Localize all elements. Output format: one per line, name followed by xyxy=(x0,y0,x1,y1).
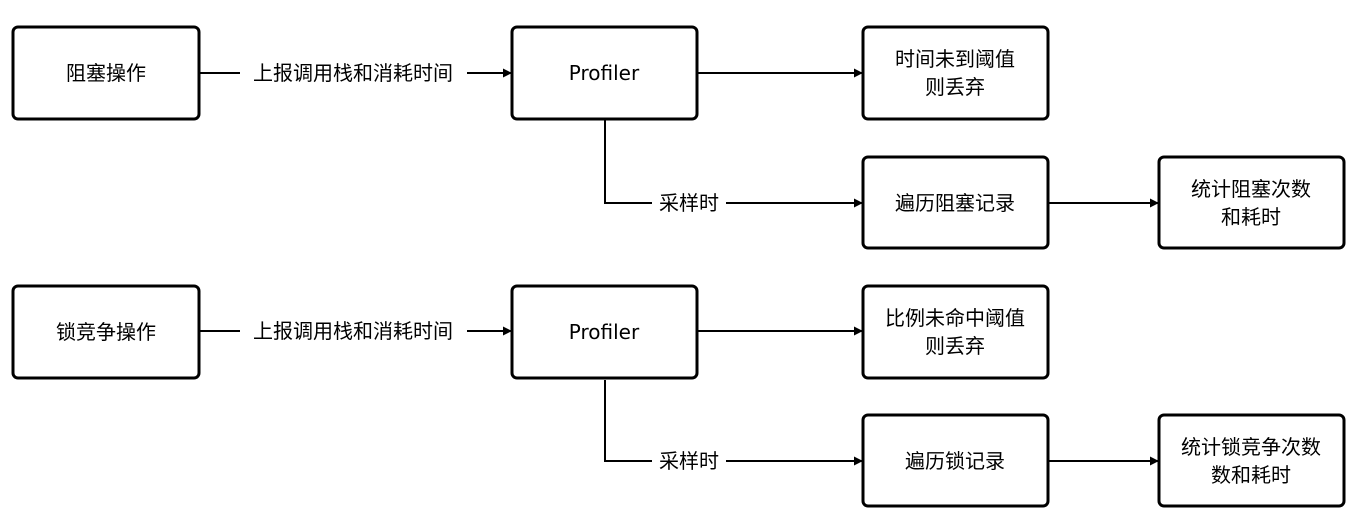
edge-label-sample-lock: 采样时 xyxy=(659,449,719,473)
node-lock-operation: 锁竞争操作 xyxy=(11,284,201,380)
node-profiler-2-label: Profiler xyxy=(569,320,640,344)
node-block-operation-label: 阻塞操作 xyxy=(66,61,146,85)
edge-label-sample-block: 采样时 xyxy=(659,191,719,215)
node-profiler-1-label: Profiler xyxy=(569,61,640,85)
node-traverse-lock: 遍历锁记录 xyxy=(861,413,1050,508)
node-stat-block: 统计阻塞次数 和耗时 xyxy=(1157,155,1346,250)
edge-sample-block: 采样时 xyxy=(604,120,863,215)
edge-label-report-lock: 上报调用栈和消耗时间 xyxy=(253,319,453,343)
node-stat-lock-line-2: 数和耗时 xyxy=(1211,463,1291,487)
node-discard-ratio: 比例未命中阈值 则丢弃 xyxy=(861,284,1050,380)
node-discard-ratio-line-2: 则丢弃 xyxy=(925,334,985,358)
edge-sample-lock: 采样时 xyxy=(604,380,863,473)
node-discard-ratio-line-1: 比例未命中阈值 xyxy=(885,306,1025,330)
node-stat-lock-line-1: 统计锁竞争次数 xyxy=(1181,435,1321,459)
node-traverse-block: 遍历阻塞记录 xyxy=(861,155,1050,250)
node-discard-time-line-1: 时间未到阈值 xyxy=(895,47,1015,71)
node-stat-block-line-1: 统计阻塞次数 xyxy=(1191,177,1311,201)
node-profiler-1: Profiler xyxy=(510,25,699,121)
node-traverse-block-label: 遍历阻塞记录 xyxy=(895,191,1015,215)
edge-label-report-block: 上报调用栈和消耗时间 xyxy=(253,61,453,85)
edge-report-block: 上报调用栈和消耗时间 xyxy=(200,58,512,88)
node-block-operation: 阻塞操作 xyxy=(11,25,201,121)
node-stat-block-line-2: 和耗时 xyxy=(1221,205,1281,229)
edge-report-lock: 上报调用栈和消耗时间 xyxy=(200,316,512,346)
node-stat-lock: 统计锁竞争次数 数和耗时 xyxy=(1157,413,1346,508)
node-profiler-2: Profiler xyxy=(510,284,699,380)
node-discard-time-line-2: 则丢弃 xyxy=(925,75,985,99)
node-lock-operation-label: 锁竞争操作 xyxy=(56,320,156,344)
node-traverse-lock-label: 遍历锁记录 xyxy=(905,449,1005,473)
node-discard-time: 时间未到阈值 则丢弃 xyxy=(861,25,1050,121)
